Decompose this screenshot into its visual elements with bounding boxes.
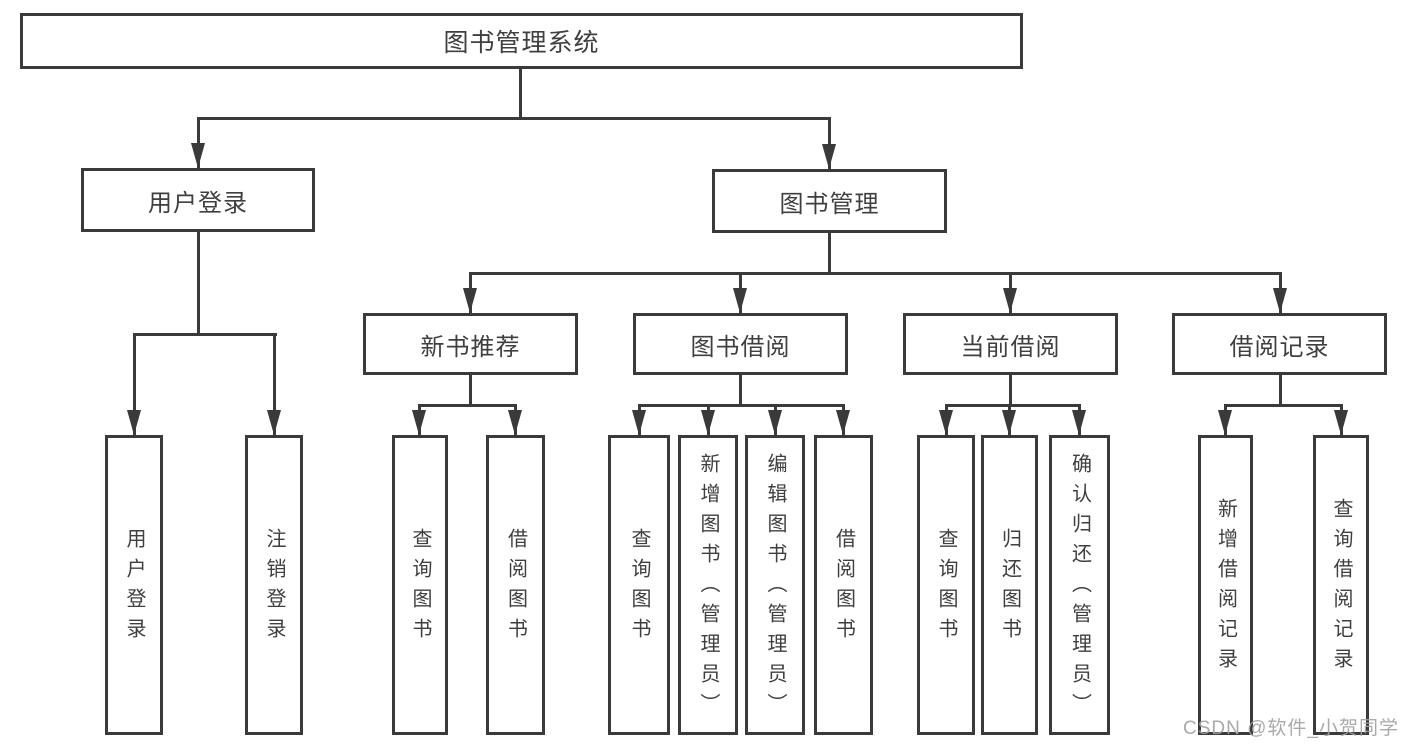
node-root-label: 图书管理系统 [443,29,600,57]
arrow-down-icon [127,410,141,435]
leaf-borrow-books-label: 借阅图书 [832,528,855,648]
node-current-borrow-label: 当前借阅 [960,333,1061,361]
arrow-down-icon [1218,410,1232,435]
connector-vline [828,233,831,275]
leaf-borrow-books: 借阅图书 [814,435,873,735]
connector-vline [519,69,522,117]
arrow-down-icon [267,410,281,435]
leaf-query-books-current-label: 查询图书 [935,528,957,648]
node-current-borrow: 当前借阅 [903,313,1118,375]
leaf-query-books-rec-label: 查询图书 [409,528,431,648]
node-borrow-records: 借阅记录 [1172,313,1387,375]
node-borrow-records-label: 借阅记录 [1229,333,1330,361]
node-book-borrow: 图书借阅 [633,313,848,375]
leaf-logout-label: 注销登录 [263,528,285,648]
leaf-user-login: 用户登录 [105,435,163,735]
node-book-management-label: 图书管理 [779,190,880,218]
arrow-down-icon [463,288,477,313]
node-user-login: 用户登录 [81,168,315,232]
connector-hline [133,333,277,336]
leaf-query-borrow-record-label: 查询借阅记录 [1330,498,1352,678]
node-root: 图书管理系统 [20,13,1023,69]
arrow-down-icon [1334,410,1348,435]
leaf-query-books-current: 查询图书 [917,435,975,735]
leaf-return-books: 归还图书 [981,435,1038,735]
connector-hline [1224,404,1342,407]
arrow-down-icon [1072,410,1086,435]
connector-vline [469,374,472,407]
connector-vline [197,232,200,336]
leaf-edit-books-admin-label: 编辑图书（管理员） [764,453,786,723]
arrow-down-icon [768,410,782,435]
connector-hline [945,404,1080,407]
leaf-add-borrow-record-label: 新增借阅记录 [1214,498,1237,678]
leaf-add-books-admin-label: 新增图书（管理员） [697,453,719,723]
arrow-down-icon [191,143,205,168]
connector-hline [197,117,831,120]
arrow-down-icon [939,410,953,435]
connector-hline [469,272,1282,275]
leaf-query-books-rec: 查询图书 [392,435,448,735]
leaf-query-books-borrow-label: 查询图书 [628,528,650,648]
arrow-down-icon [733,288,747,313]
node-new-book-recommend: 新书推荐 [363,313,578,375]
connector-vline [828,117,831,169]
connector-hline [418,404,517,407]
leaf-confirm-return-admin-label: 确认归还（管理员） [1068,453,1091,723]
leaf-query-books-borrow: 查询图书 [608,435,670,735]
arrow-down-icon [822,144,836,169]
leaf-edit-books-admin: 编辑图书（管理员） [745,435,805,735]
arrow-down-icon [836,410,850,435]
csdn-watermark: CSDN @软件_小贺同学 [1183,718,1399,739]
connector-vline [273,333,276,435]
connector-vline [133,333,136,435]
node-book-management: 图书管理 [712,169,947,233]
node-user-login-label: 用户登录 [148,189,248,217]
leaf-confirm-return-admin: 确认归还（管理员） [1049,435,1110,735]
arrow-down-icon [632,410,646,435]
leaf-add-books-admin: 新增图书（管理员） [678,435,738,735]
arrow-down-icon [508,410,522,435]
leaf-return-books-label: 归还图书 [998,528,1021,648]
arrow-down-icon [701,410,715,435]
leaf-add-borrow-record: 新增借阅记录 [1198,435,1253,735]
node-book-borrow-label: 图书借阅 [690,333,791,361]
arrow-down-icon [1002,410,1016,435]
leaf-logout: 注销登录 [245,435,303,735]
connector-vline [1279,374,1282,407]
connector-hline [638,404,845,407]
leaf-query-borrow-record: 查询借阅记录 [1313,435,1369,735]
arrow-down-icon [412,410,426,435]
leaf-borrow-books-rec: 借阅图书 [486,435,545,735]
node-new-book-recommend-label: 新书推荐 [420,333,521,361]
arrow-down-icon [1273,288,1287,313]
arrow-down-icon [1003,288,1017,313]
connector-vline [739,374,742,407]
leaf-borrow-books-rec-label: 借阅图书 [504,528,527,648]
connector-vline [1009,374,1012,407]
connector-vline [197,117,200,168]
leaf-user-login-label: 用户登录 [123,528,145,648]
